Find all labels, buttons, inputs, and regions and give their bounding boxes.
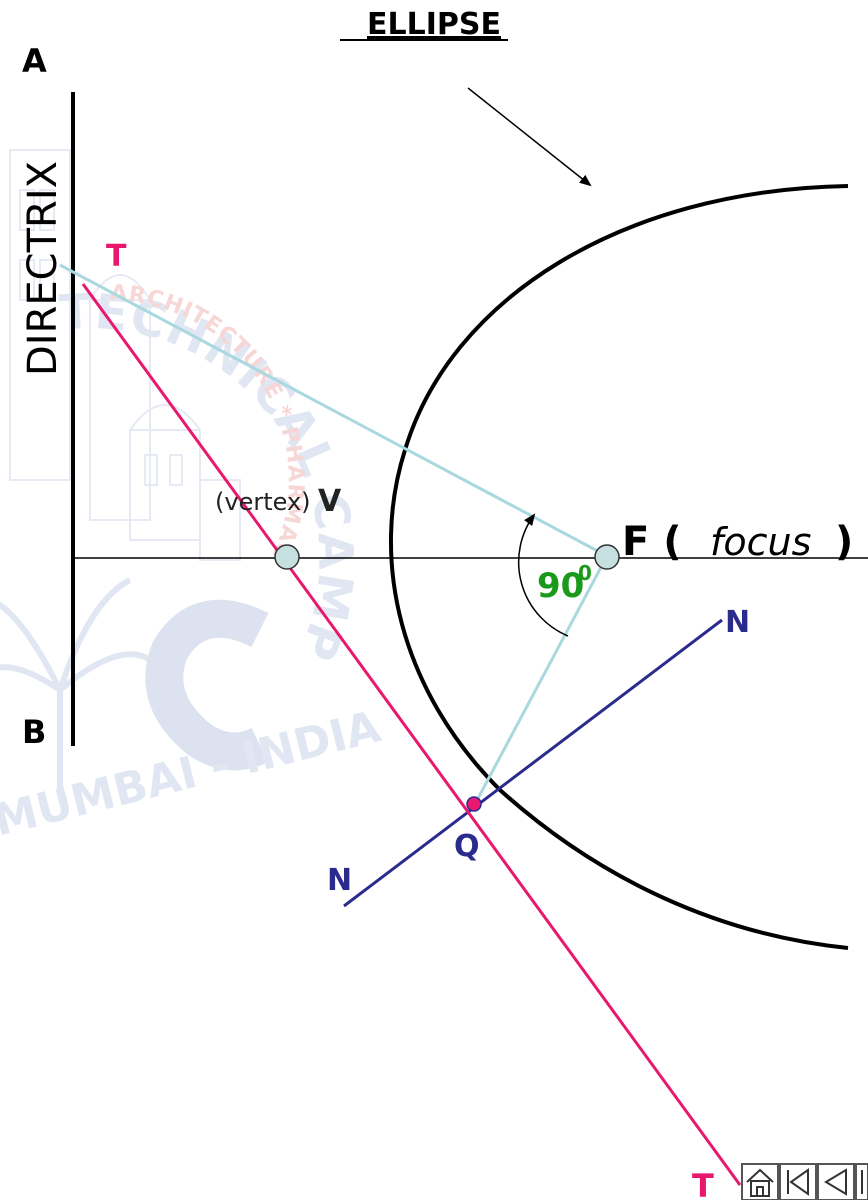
- home-icon: [746, 1168, 774, 1197]
- focus-point: [594, 544, 620, 570]
- watermark-palm: [0, 577, 152, 790]
- watermark-building: [9, 149, 241, 561]
- focus-to-q-line: [473, 555, 609, 805]
- label-b: B: [22, 713, 46, 751]
- home-button[interactable]: [741, 1163, 779, 1200]
- label-vertex: (vertex): [215, 488, 311, 516]
- label-focus-close: ): [835, 519, 853, 565]
- vertex-point: [274, 544, 300, 570]
- ellipse-pointer-arrow: [467, 87, 592, 187]
- label-angle: 90: [537, 566, 584, 606]
- label-a: A: [22, 42, 47, 80]
- next-slide-button[interactable]: [855, 1163, 868, 1200]
- directrix-label: DIRECTRIX: [20, 161, 66, 376]
- first-slide-button[interactable]: [779, 1163, 817, 1200]
- nav-bar: [741, 1163, 868, 1200]
- label-n-top: N: [725, 605, 750, 640]
- label-t-bottom: T: [692, 1167, 714, 1200]
- label-q: Q: [454, 829, 480, 864]
- first-icon: [787, 1168, 809, 1196]
- watermark-c-shape: [145, 599, 269, 771]
- label-v: V: [318, 484, 342, 519]
- ellipse-curve: [389, 184, 849, 950]
- point-q: [466, 796, 482, 812]
- prev-icon: [824, 1168, 847, 1196]
- label-angle-degree: 0: [578, 561, 592, 585]
- angle-arc: [517, 513, 569, 637]
- normal-line: [343, 618, 723, 908]
- label-n-bottom: N: [327, 863, 352, 898]
- label-focus-f: F (: [622, 519, 682, 565]
- previous-slide-button[interactable]: [817, 1163, 855, 1200]
- label-t-top: T: [106, 239, 127, 274]
- label-focus-word: focus: [710, 520, 811, 564]
- focus-to-directrix-line: [59, 263, 608, 558]
- tangent-line: [81, 283, 742, 1186]
- watermark-logo: TECHNICAL CAMPUS, NEW PANVEL ARCHITECTUR…: [0, 0, 385, 847]
- diagram-title: ELLIPSE: [367, 7, 501, 42]
